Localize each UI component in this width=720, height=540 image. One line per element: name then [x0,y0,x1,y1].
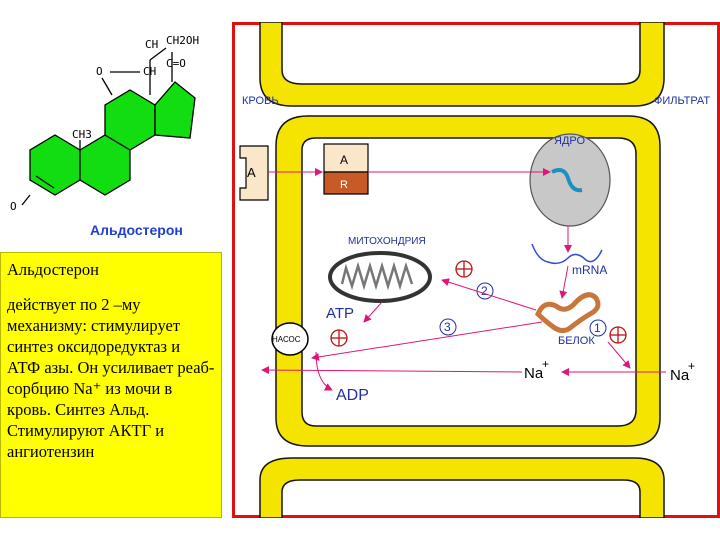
blood-label: КРОВЬ [242,95,279,107]
bottom-cell-membrane [259,457,665,518]
svg-text:R: R [340,179,348,191]
cell-mechanism-diagram: КРОВЬ ФИЛЬТРАТ A A R ЯДРО mRNA МИТОХОНДР… [232,22,720,518]
description-text: действует по 2 –му механизму: стимулируе… [7,295,215,461]
hormone-a: A [239,145,269,201]
step-2-marker: 2 [476,282,494,300]
label-ch3: CH3 [72,128,92,141]
label-ch-mid: CH [143,65,156,78]
svg-text:2: 2 [481,284,488,298]
step-3-marker: 3 [439,318,457,336]
protein-label: БЕЛОК [558,335,595,347]
pump-label: НАСОС [272,335,301,344]
main-cell-membrane [275,115,661,447]
arrow-protein-to-mito [441,278,537,311]
stimulation-mark-protein [609,326,627,344]
hormone-receptor-complex: A R [323,143,369,195]
protein [535,292,601,334]
diagram-frame [232,22,720,518]
label-co: C=O [166,57,186,70]
top-cell-membrane [259,22,665,107]
na-filtrate-charge: + [688,359,695,373]
label-ch2oh: CH2OH [166,34,199,47]
stimulation-mark-mito [455,260,473,278]
filtrate-label: ФИЛЬТРАТ [654,95,710,107]
ring-d [154,81,196,139]
mitochondria-label: МИТОХОНДРИЯ [348,236,426,247]
dna-strand [551,168,583,193]
mrna-strand [531,243,603,265]
nucleus-label: ЯДРО [554,135,585,147]
arrow-atp-to-pump [311,321,543,361]
sodium-pump [271,322,309,356]
adp-label: ADP [336,387,369,404]
aldosterone-structure: CH CH2OH O CH C=O CH3 O [10,34,199,213]
label-ch-left: CH [145,38,158,51]
svg-text:3: 3 [444,320,451,334]
na-filtrate-label: Na [670,367,690,384]
na-in-cell-charge: + [542,357,549,371]
atp-label: ATP [326,305,354,322]
label-o-ketone: O [10,200,17,213]
arrow-mrna-to-protein [559,265,569,299]
description-box: Альдостерон действует по 2 –му механизму… [0,252,222,518]
arrow-na-to-blood [261,366,523,375]
svg-text:A: A [340,153,348,167]
mrna-label: mRNA [572,263,607,277]
arrow-atp-to-adp [315,351,333,391]
description-title: Альдостерон [7,260,99,279]
label-o-aldehyde: O [96,65,103,78]
molecule-caption: Альдостерон [90,222,183,238]
na-in-cell-label: Na [524,365,544,382]
ring-a [29,134,81,196]
stimulation-mark-atp [330,329,348,347]
svg-text:1: 1 [594,321,601,335]
mitochondrion [328,251,432,303]
step-1-marker: 1 [589,319,607,337]
svg-text:A: A [247,165,256,180]
arrow-protein-channel [607,341,631,369]
arrow-mito-to-atp [363,301,383,323]
